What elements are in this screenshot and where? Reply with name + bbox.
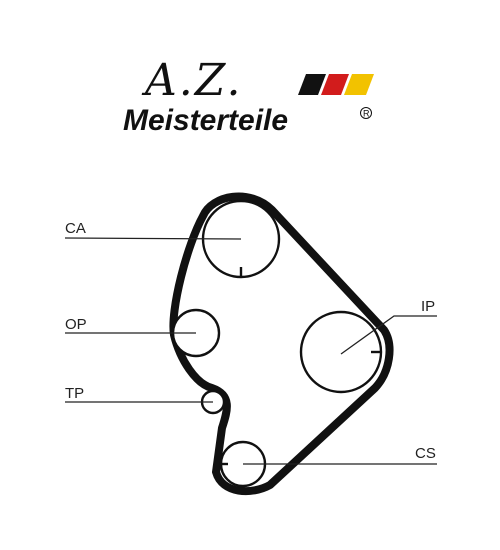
leader-line-ca xyxy=(64,237,242,240)
flag-stripe-gold xyxy=(344,74,374,95)
label-ip: IP xyxy=(421,298,435,315)
leader-line-ip xyxy=(340,315,437,355)
pulley-ip-circle xyxy=(299,310,383,394)
registered-mark-letter: R xyxy=(363,109,370,119)
label-op: OP xyxy=(65,316,87,333)
label-ca: CA xyxy=(65,220,86,237)
logo-script-text: A.Z. xyxy=(141,55,243,106)
logo-brand-text: Meisterteile xyxy=(123,104,288,137)
flag-stripes xyxy=(298,74,374,95)
label-cs: CS xyxy=(415,445,436,462)
label-tp: TP xyxy=(65,385,84,402)
flag-stripe-red xyxy=(321,74,349,95)
flag-stripe-black xyxy=(298,74,326,95)
registered-mark xyxy=(360,107,372,119)
brand-logo: A.Z. Meisterteile R xyxy=(123,55,374,137)
pulley-ip xyxy=(299,310,383,394)
